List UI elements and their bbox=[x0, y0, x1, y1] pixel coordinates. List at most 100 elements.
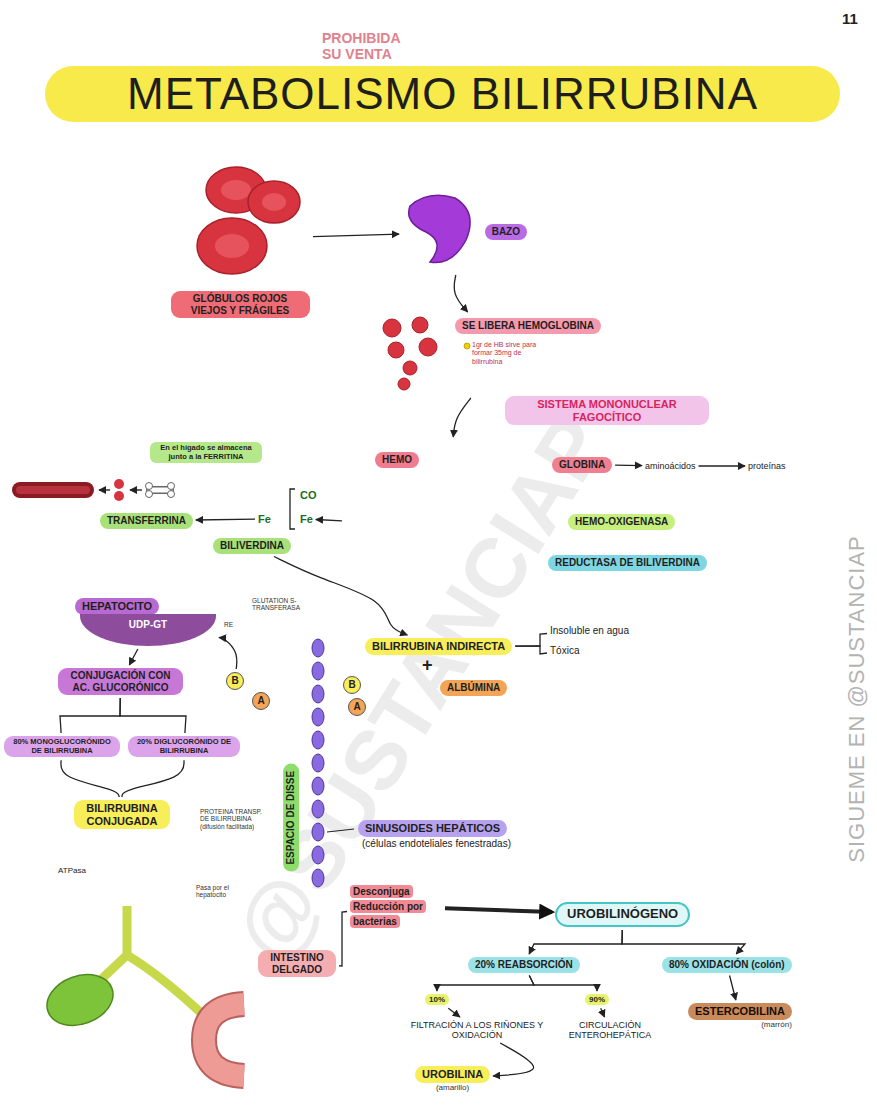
macrophage-outline-part-part bbox=[481, 466, 548, 480]
iron-path-part bbox=[168, 483, 175, 490]
iron-path-part bbox=[146, 491, 153, 498]
element-text-text: Fe bbox=[300, 513, 313, 525]
molecule-label: BILIVERDINA bbox=[213, 538, 291, 554]
note-label: Pasa por el hepatocito bbox=[196, 884, 258, 899]
hemoglobin-dots-part bbox=[383, 319, 401, 337]
property-text: Insoluble en agua bbox=[550, 625, 629, 636]
macrophage-outline-part bbox=[346, 442, 536, 609]
hepatocyte-outline-part bbox=[268, 730, 282, 744]
process-label-text: CONJUGACIÓN CON AC. GLUCORÓNICO bbox=[65, 670, 176, 693]
product-text: aminoácidos bbox=[645, 461, 696, 471]
macrophage-outline-part-part bbox=[473, 522, 564, 523]
enzyme-label: REDUCTASA DE BILIVERDINA bbox=[548, 555, 707, 571]
red-blood-cells-part bbox=[197, 218, 267, 274]
protein-label: TRANSFERRINA bbox=[100, 513, 193, 529]
molecule-label-text: UROBILINÓGENO bbox=[567, 907, 678, 922]
sinusoid-cells-part bbox=[312, 708, 324, 726]
iron-path-part bbox=[150, 488, 170, 493]
product-label-text: 20% DIGLUCORÓNIDO DE BILIRRUBINA bbox=[135, 738, 233, 755]
flow-arrow bbox=[316, 519, 342, 520]
pigment-label: ESTERCOBILINA(marrón) bbox=[688, 1003, 792, 1029]
hemoglobin-dots bbox=[383, 317, 437, 390]
hepatocyte-outline bbox=[0, 612, 300, 907]
bracket-line bbox=[515, 646, 547, 654]
enzyme-label: HEMO-OXIGENASA bbox=[568, 514, 675, 530]
sinusoid-cells-part bbox=[312, 662, 324, 680]
macrophage-cell-text: SISTEMA MONONUCLEAR FAGOCÍTICO bbox=[505, 396, 709, 425]
structure-label-text: (células endoteliales fenestradas) bbox=[358, 837, 515, 850]
pathway-text-text: FILTRACIÓN A LOS RIÑONES Y OXIDACIÓN bbox=[402, 1020, 552, 1040]
red-blood-cells-part bbox=[221, 180, 251, 200]
process-text: Desconjuga Reducción por bacterias bbox=[350, 884, 442, 929]
hepatocyte-outline-part bbox=[286, 712, 345, 736]
small-intestine-part bbox=[204, 1004, 244, 1076]
macrophage-outline-part bbox=[469, 474, 481, 486]
structure-label-text: SINUSOIDES HEPÁTICOS bbox=[358, 820, 507, 837]
molecule-circle-text: B bbox=[227, 673, 243, 689]
title-banner: METABOLISMO BILIRRUBINA bbox=[45, 66, 840, 122]
hepatocyte-cell-text: HEPATOCITO bbox=[75, 598, 159, 615]
process-label-text: SE LIBERA HEMOGLOBINA bbox=[455, 318, 601, 334]
molecule-label-text: GLOBINA bbox=[559, 459, 605, 471]
iron-path-part bbox=[146, 483, 153, 490]
hepatocyte-outline-part bbox=[0, 616, 292, 907]
pigment-label: UROBILINA(amarillo) bbox=[415, 1066, 490, 1092]
pathway-label-text: 80% OXIDACIÓN (colón) bbox=[669, 959, 785, 971]
flow-arrow bbox=[699, 465, 745, 466]
flow-arrow bbox=[196, 518, 255, 520]
bile-duct bbox=[40, 906, 200, 1034]
protein-label: ALBÚMINA bbox=[440, 680, 507, 696]
iron-path-part bbox=[114, 491, 124, 501]
bile-duct-part bbox=[40, 966, 120, 1034]
credit-text: SIGUEME EN @SUSTANCIAP bbox=[844, 535, 870, 863]
macrophage-outline-part bbox=[430, 483, 444, 497]
cell-label: GLÓBULOS ROJOS VIEJOS Y FRÁGILES bbox=[170, 160, 310, 318]
percent-label-text: 10% bbox=[429, 995, 445, 1004]
illustration-part bbox=[327, 829, 354, 832]
flow-arrow bbox=[437, 976, 534, 992]
sinusoid-cells-part bbox=[312, 639, 324, 657]
product-label: 20% DIGLUCORÓNIDO DE BILIRRUBINA bbox=[128, 736, 240, 757]
bracket-line bbox=[515, 634, 547, 647]
iron-path-part bbox=[99, 489, 110, 490]
organ-label-text: BAZO bbox=[485, 224, 527, 240]
note-label: PROHIBIDA SU VENTA bbox=[322, 30, 400, 62]
pathway-text: FILTRACIÓN A LOS RIÑONES Y OXIDACIÓN bbox=[402, 1020, 552, 1040]
bracket-line bbox=[120, 698, 186, 733]
bulb-icon bbox=[464, 343, 470, 349]
note-label: RE bbox=[224, 621, 233, 628]
iron-path bbox=[20, 479, 175, 501]
sinusoid-cells-part bbox=[312, 823, 324, 841]
hemoglobin-dots-part bbox=[403, 361, 417, 375]
hemoglobin-dots-part bbox=[419, 338, 437, 356]
molecule-circle: A bbox=[252, 692, 270, 710]
iron-path-part bbox=[20, 482, 86, 498]
macrophage-outline bbox=[345, 440, 545, 612]
flow-arrow bbox=[219, 637, 237, 669]
molecule-circle: B bbox=[226, 672, 244, 690]
red-blood-cells bbox=[197, 167, 300, 274]
molecule-label-text: BILIRRUBINA INDIRECTA bbox=[372, 640, 505, 653]
sinusoid-cells-part bbox=[312, 777, 324, 795]
structure-label: SINUSOIDES HEPÁTICOS(células endoteliale… bbox=[358, 818, 515, 850]
flow-arrow bbox=[313, 234, 399, 237]
percent-label: 90% bbox=[585, 994, 609, 1005]
sinusoid-cells-part bbox=[312, 685, 324, 703]
hepatocyte-outline-part bbox=[112, 876, 142, 906]
flow-arrow bbox=[454, 275, 467, 312]
pigment-label-text: (marrón) bbox=[761, 1020, 792, 1029]
sinusoid-cells-part bbox=[312, 800, 324, 818]
iron-path-part bbox=[20, 486, 86, 494]
hepatocyte-outline-part bbox=[252, 746, 272, 802]
molecule-label-text: HEMO bbox=[382, 454, 412, 466]
note-box: En el hígado se almacena junto a la FERR… bbox=[150, 442, 262, 463]
enzyme-dome: UDP-GT bbox=[80, 614, 216, 646]
iron-path-part bbox=[130, 489, 142, 490]
bracket-line bbox=[61, 760, 119, 797]
molecule-circle: B bbox=[343, 676, 361, 694]
hemoglobin-dots-part bbox=[398, 378, 410, 390]
product-text-text: proteínas bbox=[748, 461, 786, 471]
hemoglobin-dots-part bbox=[388, 342, 404, 358]
note-label: GLUTATION S-TRANSFERASA bbox=[252, 597, 304, 612]
